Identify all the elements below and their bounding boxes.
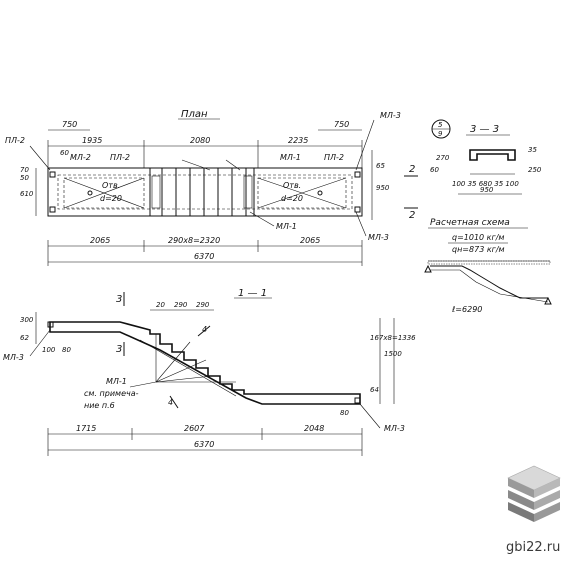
hole-label-left: Отв. <box>102 181 120 190</box>
section-mark-2-top: 2 <box>409 164 415 175</box>
label-ml1: МЛ-1 <box>106 377 127 386</box>
gbi-logo <box>507 465 561 522</box>
note-line-1: см. примеча- <box>84 389 139 398</box>
scheme-load-q: q=1010 кг/м <box>452 233 504 242</box>
scheme-title: Расчетная схема <box>430 218 510 228</box>
label-pl2-right: ПЛ-2 <box>324 153 344 162</box>
dim-2235: 2235 <box>288 136 308 145</box>
section-33-250: 250 <box>528 166 542 174</box>
section-33-profile <box>469 149 516 161</box>
dim-750-left: 750 <box>62 120 77 129</box>
hole-label-right: Отв. <box>283 181 301 190</box>
dim-1715: 1715 <box>76 424 96 433</box>
flight-profile <box>49 321 361 405</box>
dim-2048: 2048 <box>304 424 324 433</box>
design-scheme: Расчетная схема q=1010 кг/м qн=873 кг/м … <box>424 218 552 314</box>
label-ml3-left: МЛ-3 <box>3 353 24 362</box>
label-ml1-bottom: МЛ-1 <box>276 222 297 231</box>
dim-80-left: 80 <box>62 346 71 354</box>
dim-steps: 290x8=2320 <box>168 236 220 245</box>
dim-1500: 1500 <box>384 350 402 358</box>
section-33-35: 35 <box>528 146 537 154</box>
dim-290-b: 290 <box>196 301 210 309</box>
section-mark-4-a: 4 <box>202 325 207 334</box>
label-pl2-mid: ПЛ-2 <box>110 153 130 162</box>
dim-20: 20 <box>156 301 165 309</box>
site-watermark: gbi22.ru <box>506 540 560 555</box>
section-33-title: 3 — 3 <box>470 124 499 135</box>
section-33-width: 950 <box>480 186 494 194</box>
section-mark-4-b: 4 <box>168 398 173 407</box>
dim-70: 70 <box>20 166 29 174</box>
plan-landing-left <box>63 177 145 209</box>
dim-750-right: 750 <box>334 120 349 129</box>
detail-marker-bottom: 9 <box>438 130 443 138</box>
note-line-2: ние п.6 <box>84 401 115 410</box>
dim-6370-plan: 6370 <box>194 252 214 261</box>
label-ml1-top: МЛ-1 <box>280 153 301 162</box>
section-mark-3-top: 3 <box>116 294 122 305</box>
dim-6370-section: 6370 <box>194 440 214 449</box>
scheme-beam <box>430 265 548 299</box>
label-ml3-bottom: МЛ-3 <box>368 233 389 242</box>
label-pl2-left: ПЛ-2 <box>5 136 25 145</box>
section-mark-3-bottom: 3 <box>116 344 122 355</box>
dim-2080: 2080 <box>190 136 210 145</box>
section-33-60: 60 <box>430 166 439 174</box>
dim-65-right: 65 <box>376 162 385 170</box>
dim-62: 62 <box>20 334 29 342</box>
dim-610: 610 <box>20 190 34 198</box>
dim-80-right: 80 <box>340 409 349 417</box>
plan-title: План <box>181 109 208 120</box>
section-33-left-dim: 270 <box>436 154 450 162</box>
plan-view: План Отв. <box>5 109 418 266</box>
scheme-span: ℓ=6290 <box>451 305 482 314</box>
plan-landing-right <box>257 177 347 209</box>
section-mark-2-bottom: 2 <box>409 210 415 221</box>
dim-2065-right: 2065 <box>300 236 320 245</box>
dim-2607: 2607 <box>184 424 205 433</box>
dim-167x8: 167x8=1336 <box>370 334 416 342</box>
plan-steps <box>149 168 255 216</box>
dim-50: 50 <box>20 174 29 182</box>
label-ml3-top: МЛ-3 <box>380 111 401 120</box>
section-33-dims: 100 35 680 35 100 <box>452 180 519 188</box>
section-3-3: 5 9 3 — 3 100 35 680 35 100 950 270 60 3… <box>430 119 542 195</box>
hole-diameter-right: d=20 <box>281 194 303 203</box>
dim-300: 300 <box>20 316 34 324</box>
dim-100: 100 <box>42 346 56 354</box>
section-11-title: 1 — 1 <box>238 288 267 299</box>
hole-diameter-left: d=20 <box>100 194 122 203</box>
dim-290-a: 290 <box>174 301 188 309</box>
dim-60: 60 <box>60 149 69 157</box>
detail-marker-top: 5 <box>438 121 443 129</box>
label-ml2: МЛ-2 <box>70 153 91 162</box>
dim-right-small: 64 <box>370 386 379 394</box>
section-1-1: 1 — 1 3 3 4 4 20 290 290 300 62 100 80 <box>3 288 416 456</box>
scheme-load-qn: qн=873 кг/м <box>452 245 505 254</box>
dim-950: 950 <box>376 184 390 192</box>
dim-1935: 1935 <box>82 136 102 145</box>
label-ml3-right: МЛ-3 <box>384 424 405 433</box>
dim-2065-left: 2065 <box>90 236 110 245</box>
